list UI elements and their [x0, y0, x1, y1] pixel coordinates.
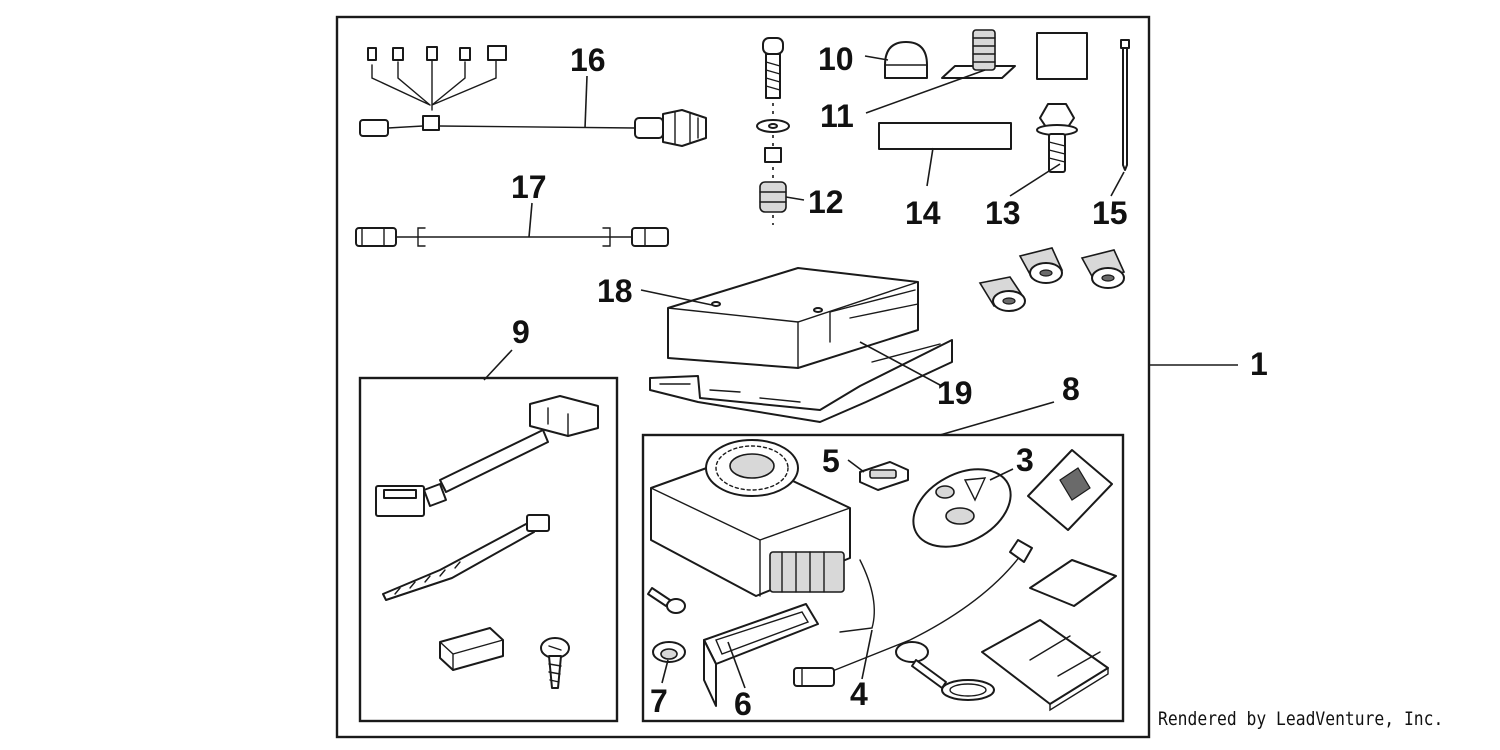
part-sticker-square[interactable]	[1036, 32, 1088, 80]
part-key-tag[interactable]	[895, 641, 995, 701]
callout-4: 4	[850, 676, 868, 712]
callout-8: 8	[1062, 371, 1080, 407]
callout-17: 17	[511, 169, 547, 205]
callout-3: 3	[1016, 442, 1034, 478]
part-17-sub-harness[interactable]	[355, 227, 669, 247]
render-credit: Rendered by LeadVenture, Inc.	[1158, 708, 1444, 730]
callout-6: 6	[734, 686, 752, 722]
callout-7: 7	[650, 683, 668, 719]
callout-10: 10	[818, 41, 854, 77]
leader-lines	[483, 55, 1238, 689]
part-10-cap-nut[interactable]	[884, 41, 928, 79]
part-12-mounting-set[interactable]	[756, 37, 790, 225]
part-15-cable-tie[interactable]	[1120, 39, 1130, 171]
part-14-foam-strip[interactable]	[878, 122, 1012, 150]
part-rubber-cushions[interactable]	[978, 247, 1126, 312]
callout-9: 9	[512, 314, 530, 350]
part-8-alarm-unit[interactable]	[650, 439, 875, 633]
part-tapping-screw[interactable]	[647, 587, 686, 614]
part-19-bracket[interactable]	[649, 339, 953, 423]
part-3-remote-transmitter[interactable]	[900, 454, 1024, 563]
part-11-stud-plate[interactable]	[941, 29, 1016, 79]
callout-15: 15	[1092, 195, 1128, 231]
sub-kit-8-frame	[641, 433, 1125, 723]
part-label-sheet[interactable]	[1029, 559, 1117, 607]
part-5-clip[interactable]	[859, 461, 909, 491]
callout-19: 19	[937, 375, 973, 411]
kit-frame	[335, 15, 1151, 739]
part-owners-card[interactable]	[1027, 449, 1113, 531]
part-13-flange-bolt[interactable]	[1036, 103, 1078, 173]
sub-kit-9-frame	[358, 376, 619, 723]
callout-11: 11	[820, 98, 854, 134]
callout-16: 16	[570, 42, 606, 78]
callout-1: 1	[1250, 346, 1268, 382]
callout-13: 13	[985, 195, 1021, 231]
callout-12: 12	[808, 184, 844, 220]
callout-14: 14	[905, 195, 941, 231]
part-16-wire-harness[interactable]	[359, 45, 707, 147]
part-7-grommet[interactable]	[652, 641, 686, 663]
part-4-antenna-lead[interactable]	[793, 539, 1033, 687]
part-instruction-manual[interactable]	[981, 619, 1109, 712]
callout-18: 18	[597, 273, 633, 309]
part-18-mounting-case[interactable]	[667, 267, 919, 369]
callout-labels: 1 3 4 5 6 7 8 9 10 11 12 13 14 15 16 17 …	[511, 41, 1268, 722]
callout-5: 5	[822, 443, 840, 479]
part-9-harness-kit[interactable]	[375, 395, 599, 689]
part-6-gasket[interactable]	[703, 603, 819, 707]
